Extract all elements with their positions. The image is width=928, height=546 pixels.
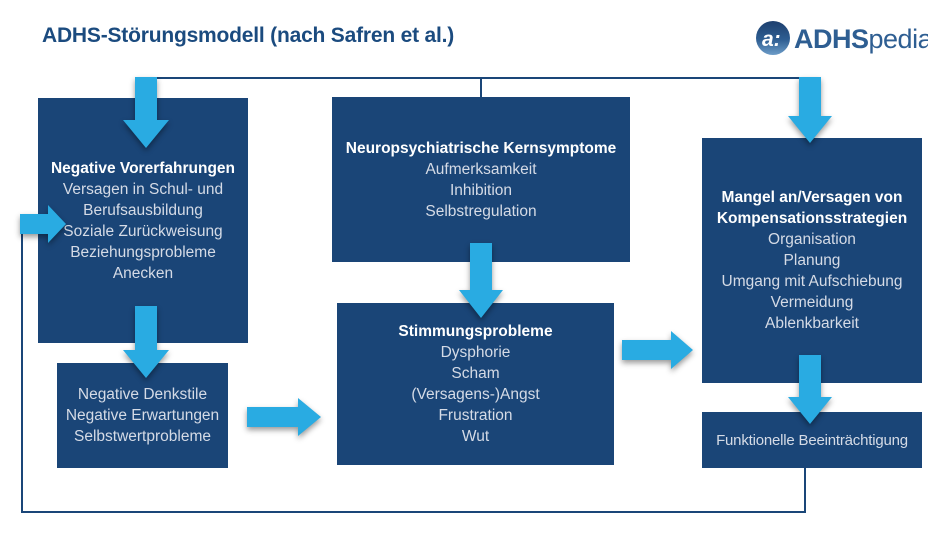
adhspedia-logo: a: ADHSpedia®	[755, 20, 928, 56]
box-line: Aufmerksamkeit	[425, 160, 537, 178]
box-line: Anecken	[112, 264, 174, 282]
box-title: Mangel an/Versagen von Kompensationsstra…	[716, 189, 908, 227]
box-title: Negative Vorerfahrungen	[50, 159, 236, 177]
box-line: Ablenkbarkeit	[765, 315, 859, 332]
box-kompensationsstrategien: Mangel an/Versagen von Kompensationsstra…	[702, 138, 922, 383]
box-stimmungsprobleme: Stimmungsprobleme Dysphorie Scham (Versa…	[337, 303, 614, 465]
page-title: ADHS-Störungsmodell (nach Safren et al.)	[42, 24, 455, 47]
adhspedia-wordmark: ADHSpedia®	[794, 23, 928, 54]
box-neuropsychiatrische-kernsymptome: Neuropsychiatrische Kernsymptome Aufmerk…	[332, 97, 630, 262]
box-line: Organisation	[768, 231, 856, 248]
box-line: Umgang mit Aufschiebung	[721, 273, 903, 290]
box-line: Beziehungsprobleme	[70, 243, 216, 261]
box-line: Wut	[461, 428, 490, 445]
box-line: (Versagens-)Angst	[411, 386, 540, 403]
box-line: Selbstwertprobleme	[74, 428, 211, 445]
box-line: Inhibition	[449, 181, 513, 199]
box-negative-vorerfahrungen: Negative Vorerfahrungen Versagen in Schu…	[38, 98, 248, 343]
box-line: Negative Denkstile	[77, 386, 208, 403]
box-line: Planung	[783, 252, 841, 269]
box-line: Negative Erwartungen	[65, 407, 220, 424]
box-line: Selbstregulation	[425, 202, 537, 220]
adhspedia-logo-icon: a:	[756, 21, 790, 55]
box-negative-denkstile: Negative Denkstile Negative Erwartungen …	[57, 363, 228, 468]
box-title: Neuropsychiatrische Kernsymptome	[345, 139, 617, 157]
box-line: Scham	[451, 365, 500, 382]
box-line: Funktionelle Beeinträchtigung	[716, 431, 908, 449]
arrow-down-into-kompensation	[788, 77, 832, 143]
box-title: Stimmungsprobleme	[398, 323, 553, 340]
box-line: Dysphorie	[440, 344, 511, 361]
box-line: Frustration	[438, 407, 513, 424]
box-line: Soziale Zurückweisung	[63, 222, 223, 240]
box-line: Versagen in Schul- und Berufsausbildung	[62, 180, 224, 219]
arrow-right-denkstile-to-stimmung	[247, 398, 321, 436]
arrow-right-stimmung-to-kompensation	[622, 331, 693, 369]
box-line: Vermeidung	[770, 294, 854, 311]
svg-text:a:: a:	[762, 28, 781, 51]
box-funktionelle-beeintraechtigung: Funktionelle Beeinträchtigung	[702, 412, 922, 468]
